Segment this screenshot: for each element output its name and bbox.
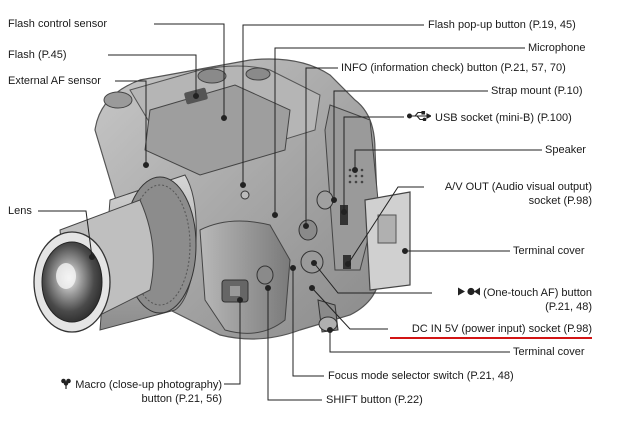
label-flash-popup: Flash pop-up button (P.19, 45) — [428, 19, 576, 31]
leader-info — [305, 67, 338, 226]
leader-focus-mode — [292, 268, 324, 377]
label-focus-mode: Focus mode selector switch (P.21, 48) — [328, 370, 514, 382]
leader-macro — [224, 300, 241, 385]
label-microphone: Microphone — [528, 42, 586, 54]
leader-shift — [267, 288, 322, 401]
label-terminal-cover-2: Terminal cover — [513, 346, 585, 358]
macro-flower-icon — [60, 378, 72, 389]
leader-lens — [38, 210, 93, 258]
leader-microphone — [274, 47, 525, 215]
macro-label-text: Macro (close-up photography) — [75, 379, 222, 391]
one-touch-af-label-text: (One-touch AF) button — [483, 287, 592, 299]
leader-strap-mount — [333, 90, 488, 200]
label-speaker: Speaker — [545, 144, 586, 156]
usb-label-text: USB socket (mini-B) (P.100) — [435, 112, 572, 124]
label-flash-control-sensor: Flash control sensor — [8, 18, 108, 30]
label-external-af-sensor: External AF sensor — [8, 75, 101, 87]
leader-usb — [343, 116, 404, 212]
label-one-touch-af: (One-touch AF) button — [458, 287, 592, 300]
label-macro-page: button (P.21, 56) — [141, 393, 222, 405]
leader-flash-popup — [242, 24, 424, 185]
label-lens: Lens — [8, 205, 32, 217]
label-av-out-line2: socket (P.98) — [528, 195, 592, 207]
label-one-touch-af-page: (P.21, 48) — [545, 301, 592, 313]
label-flash: Flash (P.45) — [8, 49, 67, 61]
leader-one-touch-af — [313, 262, 432, 294]
label-usb-socket: USB socket (mini-B) (P.100) — [406, 110, 572, 125]
label-strap-mount: Strap mount (P.10) — [491, 85, 583, 97]
label-terminal-cover-1: Terminal cover — [513, 245, 585, 257]
leader-av-out — [347, 186, 424, 265]
leader-flash-control-sensor — [154, 23, 225, 118]
leader-external-af — [115, 80, 147, 165]
leader-flash — [108, 54, 197, 96]
label-shift-button: SHIFT button (P.22) — [326, 394, 423, 406]
leader-dc-in — [311, 287, 388, 330]
leader-terminal-cover-2 — [329, 330, 510, 353]
one-touch-af-icon — [458, 287, 481, 296]
label-dc-in-socket: DC IN 5V (power input) socket (P.98) — [411, 323, 592, 335]
label-macro: Macro (close-up photography) — [60, 378, 222, 392]
usb-icon — [406, 110, 433, 122]
label-av-out-line1: A/V OUT (Audio visual output) — [444, 181, 592, 193]
label-info-button: INFO (information check) button (P.21, 5… — [341, 62, 566, 74]
leader-speaker — [354, 149, 542, 170]
